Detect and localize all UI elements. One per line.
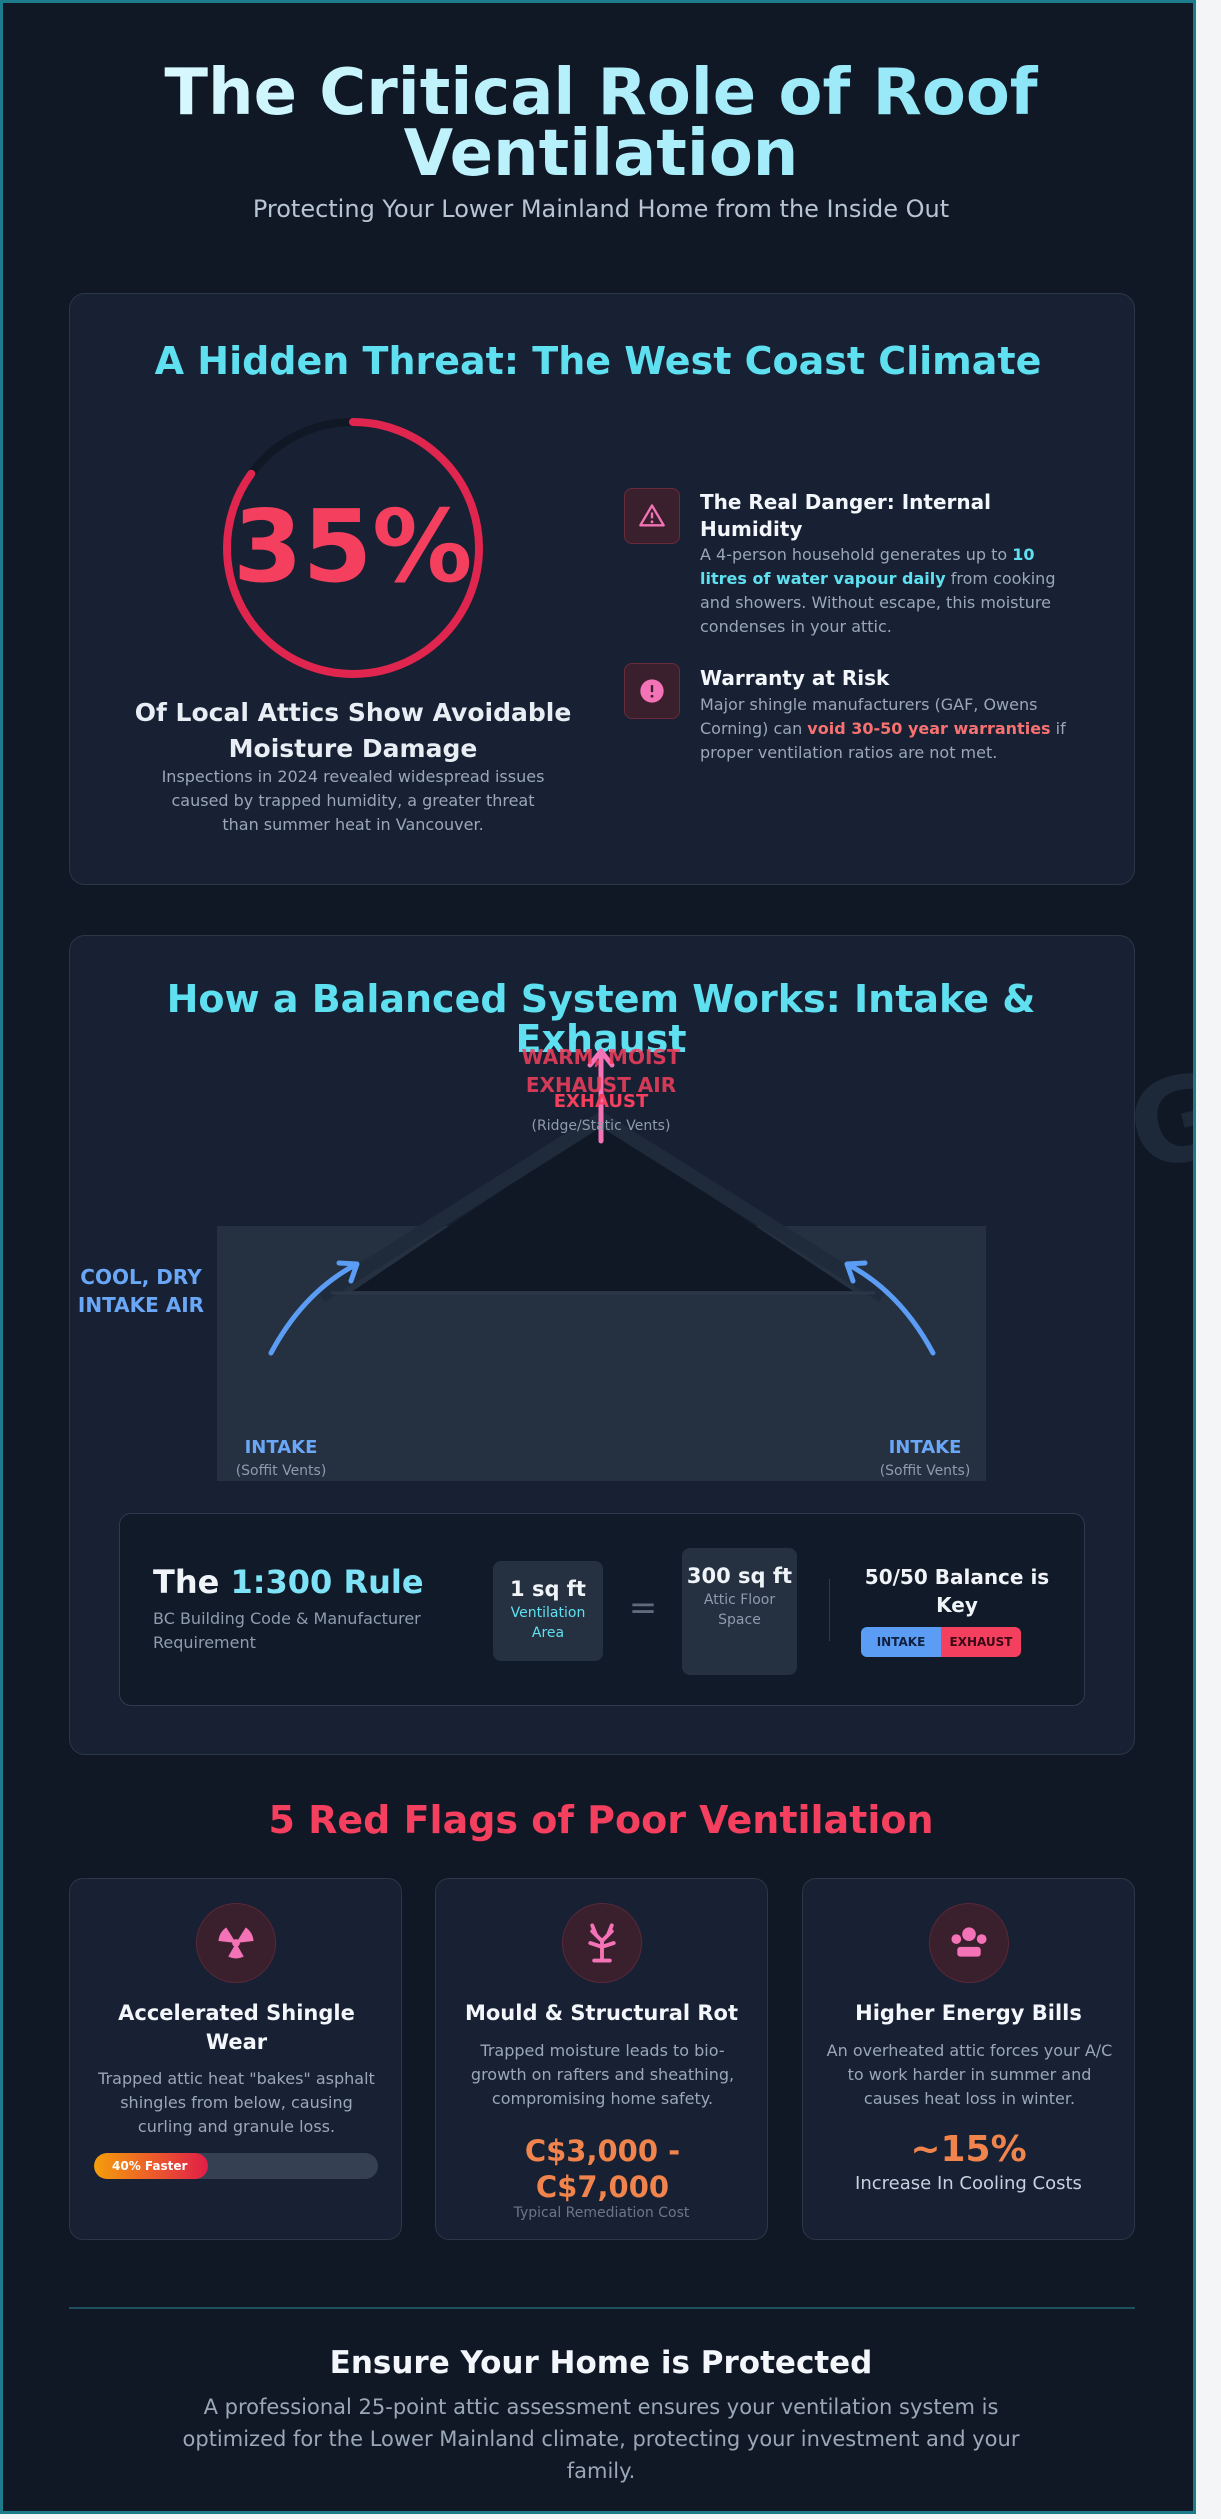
balance-exhaust: EXHAUST [941,1627,1021,1657]
intake-arrow-left [268,1262,358,1356]
risk-humidity-text: A 4-person household generates up to 10 … [700,543,1080,639]
risk-humidity-highlight: 10 litres of water vapour daily [700,545,1035,588]
red-flag-icon-bg [196,1903,276,1983]
energy-stat-label: Increase In Cooling Costs [855,2173,1082,2194]
red-flag-card-mould: Mould & Structural Rot Trapped moisture … [435,1878,768,2240]
rule-title-name: 1:300 Rule [230,1563,424,1601]
rule-separator [829,1579,830,1641]
threat-card [69,293,1135,885]
red-flag-card-energy: Higher Energy Bills An overheated attic … [802,1878,1135,2240]
stat-title: Of Local Attics Show Avoidable Moisture … [134,698,572,763]
remediation-cost-label: Typical Remediation Cost [513,2205,690,2221]
page-title: The Critical Role of Roof Ventilation [3,61,1193,186]
ventilation-area-label: Ventilation Area [510,1605,586,1641]
attic-floor-box: 300 sq ft Attic Floor Space [682,1548,797,1675]
infographic-frame: TORCH ROOFING The Critical Role of Roof … [0,0,1196,2514]
exhaust-air-line-1: WARM, MOIST [521,1045,681,1069]
energy-stat: ~15% [910,2129,1027,2170]
alert-icon [640,679,664,703]
intake-air-line-2: INTAKE AIR [77,1293,205,1317]
roof-interior [353,1123,853,1291]
cta-text: A professional 25-point attic assessment… [182,2395,1020,2483]
stat-ring [223,418,483,678]
exhaust-title: EXHAUST [553,1091,649,1112]
stat-percentage: 35% [233,488,473,605]
exhaust-air-label: WARM, MOIST EXHAUST AIR [481,1043,721,1099]
ventilation-area-box: 1 sq ft Ventilation Area [493,1561,603,1661]
ventilation-area-value: 1 sq ft [510,1577,586,1601]
hero-header: The Critical Role of Roof Ventilation Pr… [3,61,1193,223]
risk-item-warranty [624,663,680,719]
ventilation-diagram [217,1048,986,1481]
intake-left-title: INTAKE [244,1437,318,1458]
warning-icon [639,504,665,527]
equals-sign: = [628,1588,658,1628]
red-flags-title: 5 Red Flags of Poor Ventilation [268,1798,934,1842]
red-flag-title: Accelerated Shingle Wear [118,2001,355,2054]
page-subtitle: Protecting Your Lower Mainland Home from… [252,195,950,223]
progress-label: 40% Faster [112,2159,188,2173]
attic-floor-value: 300 sq ft [686,1564,793,1588]
rule-title: The 1:300 Rule [153,1563,424,1601]
remediation-cost: C$3,000 - C$7,000 [524,2134,681,2204]
red-flag-description: Trapped moisture leads to bio-growth on … [470,2041,735,2108]
stat-description: Inspections in 2024 revealed widespread … [161,767,545,834]
rule-title-prefix: The [153,1563,231,1601]
red-flag-icon-bg [929,1903,1009,1983]
rule-subtitle: BC Building Code & Manufacturer Requirem… [153,1609,421,1652]
progress-track: 40% Faster [94,2153,378,2179]
people-icon [951,1927,987,1957]
intake-right-subtitle: (Soffit Vents) [879,1463,971,1479]
risk-warranty-highlight: void 30-50 year warranties [807,719,1051,738]
risk-humidity-text-a: A 4-person household generates up to [700,545,1013,564]
risk-warranty-text-b: if proper ventilation ratios are not met… [700,719,1066,762]
intake-arrow-right [846,1262,936,1356]
intake-arrowhead-left [336,1260,360,1284]
risk-warranty-text: Major shingle manufacturers (GAF, Owens … [700,693,1080,765]
stat-ring-arc [223,418,483,678]
intake-air-label: COOL, DRY INTAKE AIR [61,1263,221,1319]
risk-warranty-title: Warranty at Risk [700,666,890,690]
red-flag-card-shingle: Accelerated Shingle Wear Trapped attic h… [69,1878,402,2240]
balance-intake: INTAKE [861,1627,941,1657]
cta-title: Ensure Your Home is Protected [329,2345,873,2381]
exhaust-subtitle: (Ridge/Static Vents) [531,1118,671,1134]
section-divider [69,2307,1135,2309]
red-flag-title: Mould & Structural Rot [464,2001,739,2025]
balance-bar: INTAKE EXHAUST [861,1627,1021,1657]
risk-warranty-text-a: Major shingle manufacturers (GAF, Owens … [700,695,1038,738]
radiation-icon [218,1927,254,1959]
red-flag-description: Trapped attic heat "bakes" asphalt shing… [98,2069,375,2136]
red-flag-description: An overheated attic forces your A/C to w… [826,2041,1113,2108]
exhaust-arrowhead [587,1048,615,1068]
risk-humidity-text-b: from cooking and showers. Without escape… [700,569,1056,636]
intake-right-title: INTAKE [888,1437,962,1458]
balance-title: 50/50 Balance is Key [864,1565,1050,1617]
intake-left-subtitle: (Soffit Vents) [235,1463,327,1479]
mould-icon [588,1923,616,1963]
red-flag-icon-bg [562,1903,642,1983]
red-flag-title: Higher Energy Bills [855,2001,1082,2025]
threat-title: A Hidden Threat: The West Coast Climate [154,339,1042,383]
risk-humidity-title: The Real Danger: Internal Humidity [700,490,991,541]
risk-item-humidity [624,488,680,544]
progress-fill: 40% Faster [94,2153,208,2179]
exhaust-air-line-2: EXHAUST AIR [525,1073,677,1097]
intake-arrowhead-right [844,1260,868,1284]
attic-floor-label: Attic Floor Space [703,1592,776,1628]
intake-air-line-1: COOL, DRY [80,1265,202,1289]
